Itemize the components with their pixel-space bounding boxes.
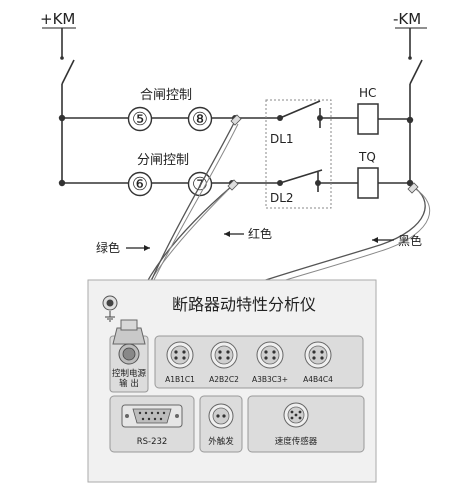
black-wire-label: 黑色 (398, 234, 422, 248)
terminal-6: ⑥ (132, 174, 148, 195)
dl2-contact (279, 169, 323, 184)
channel-4-label: A4B4C4 (303, 375, 333, 384)
terminal-6-circle (127, 171, 153, 197)
dl2-label: DL2 (270, 191, 294, 205)
left-rail (58, 28, 75, 187)
terminal-8: ⑧ (192, 109, 208, 130)
ground-terminal-icon (102, 295, 118, 322)
external-trigger-connector[interactable] (208, 403, 234, 429)
channel-connector-2[interactable] (210, 341, 238, 369)
channel-connector-3[interactable] (256, 341, 284, 369)
speed-sensor-module (247, 395, 365, 453)
channel-connector-1[interactable] (166, 341, 194, 369)
speed-sensor-connector[interactable] (283, 402, 309, 428)
terminal-5-circle (127, 106, 153, 132)
left-main-switch (61, 59, 75, 85)
tq-label: TQ (358, 150, 376, 164)
power-output-label-line2: 输 出 (119, 378, 139, 389)
terminal-8-circle (187, 106, 213, 132)
opening-control-label: 分闸控制 (137, 153, 189, 168)
channel-connector-4[interactable] (304, 341, 332, 369)
hc-label: HC (359, 86, 376, 100)
speed-sensor-label: 速度传感器 (275, 436, 318, 447)
positive-supply-label: +KM (40, 10, 75, 28)
terminal-5: ⑤ (132, 109, 148, 130)
channel-3-label: A3B3C3+ (252, 375, 288, 384)
tq-coil (357, 167, 379, 199)
lead-clip-icon (227, 114, 419, 194)
external-trigger-label: 外触发 (208, 436, 234, 447)
right-main-switch (409, 59, 423, 85)
analyzer-title: 断路器动特性分析仪 (172, 295, 316, 314)
rs232-label: RS-232 (137, 437, 168, 447)
hc-coil (357, 103, 379, 135)
closing-control-label: 合闸控制 (140, 88, 192, 103)
negative-supply-label: -KM (393, 10, 421, 28)
power-output-label-line1: 控制电源 (112, 368, 147, 379)
dl1-contact (279, 100, 321, 119)
rs232-port[interactable] (121, 404, 183, 428)
red-wire-label: 红色 (248, 226, 272, 241)
right-rail (406, 28, 423, 187)
channel-2-label: A2B2C2 (209, 375, 239, 384)
green-wire-label: 绿色 (96, 240, 120, 255)
power-output-plug[interactable] (112, 319, 146, 365)
dl1-label: DL1 (270, 132, 294, 146)
breaker-auxiliary-box (265, 99, 332, 209)
channel-1-label: A1B1C1 (165, 375, 195, 384)
